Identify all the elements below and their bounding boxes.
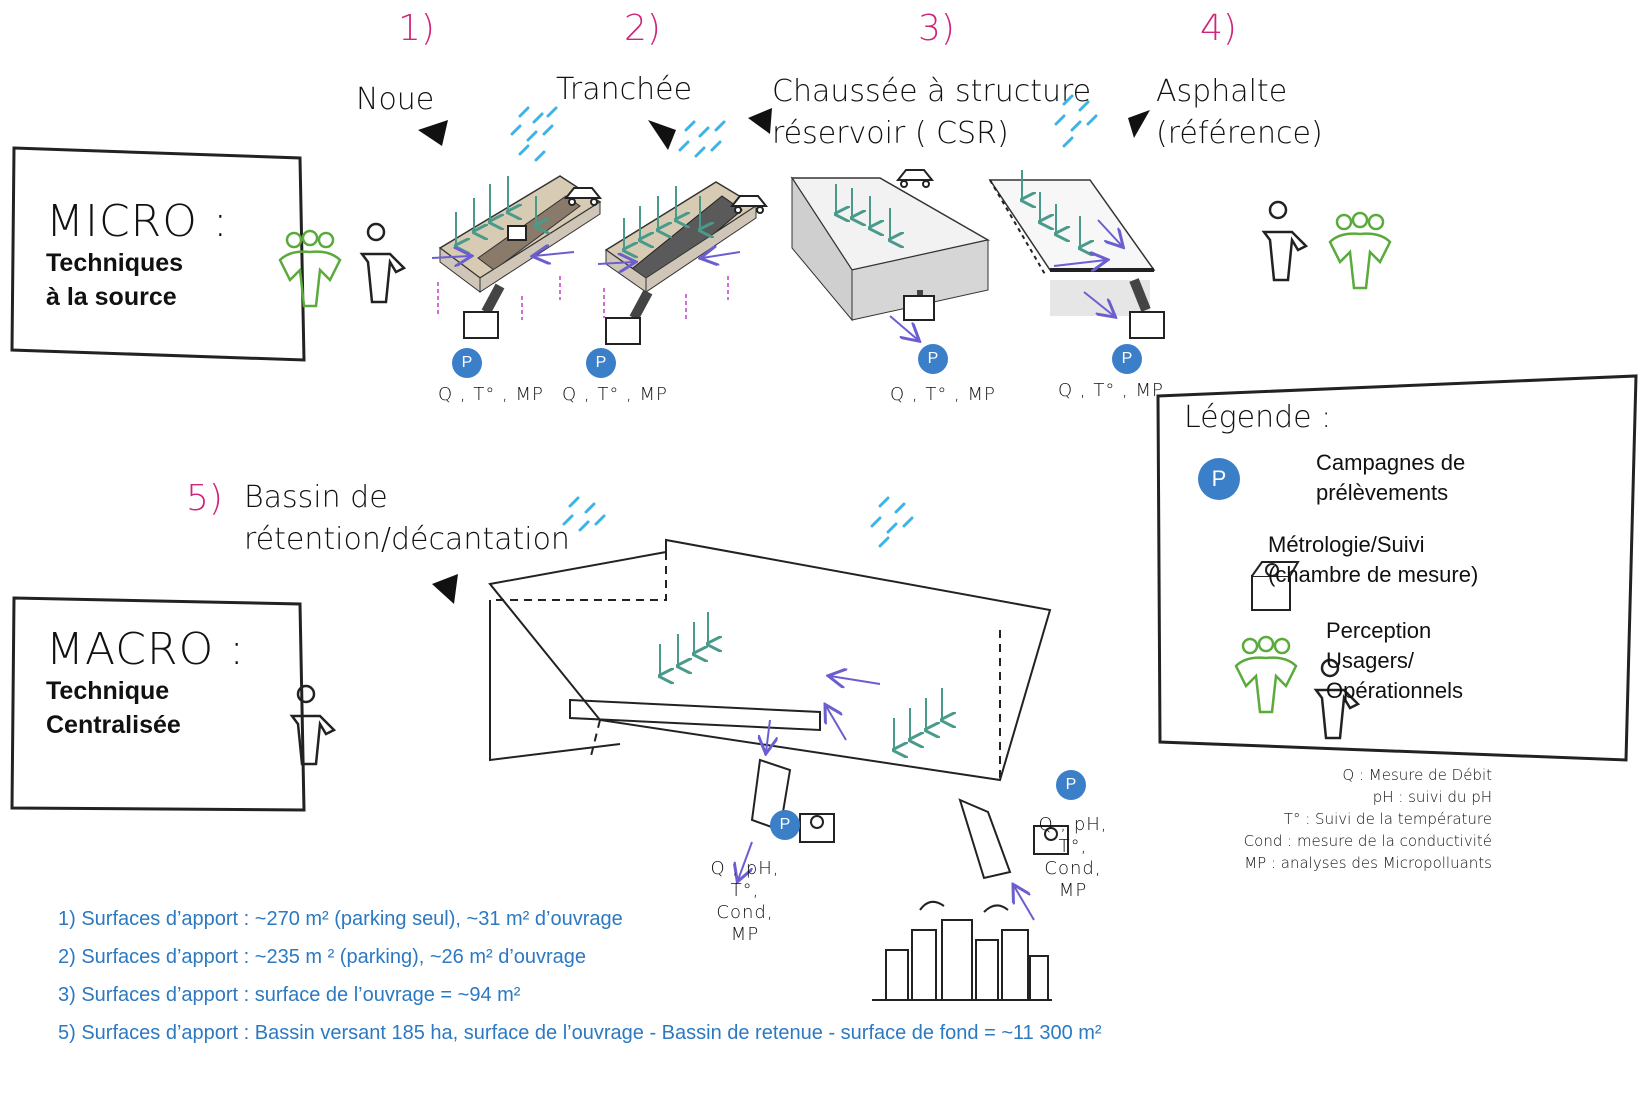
params-bassin-inlet: Q , pH, T°, Cond, MP	[1028, 814, 1118, 902]
title-asphalte-line2: (référence)	[1156, 116, 1323, 151]
macro-subtitle-line2: Centralisée	[46, 711, 181, 739]
title-bassin-line1: Bassin de	[244, 480, 388, 515]
legend-item-perception-line3: Opérationnels	[1326, 678, 1463, 703]
tranchee-drawing	[597, 181, 758, 345]
pointer-tranchee	[648, 120, 676, 150]
macro-subtitle-line1: Technique	[46, 677, 170, 705]
operator-icon	[289, 200, 1361, 766]
title-tranchee: Tranchée	[556, 72, 693, 107]
sampling-badge: P	[452, 348, 482, 378]
legend-chamber-icon	[1251, 561, 1300, 611]
abbrev-q: Q : Mesure de Débit	[1342, 766, 1492, 784]
params-bassin-outlet-line2: Cond,	[716, 902, 774, 923]
params-tranchee: Q , T° , MP	[562, 384, 668, 405]
pointer-noue	[418, 120, 448, 146]
pointer-bassin	[432, 574, 458, 604]
title-noue: Noue	[356, 82, 435, 117]
legend-item-sampling: Campagnes de prélèvements	[1316, 448, 1465, 508]
params-bassin-outlet-line1: Q , pH, T°,	[710, 858, 780, 901]
legend-item-metrology-line1: Métrologie/Suivi	[1268, 532, 1425, 557]
micro-subtitle-line2: à la source	[46, 283, 177, 311]
surface-line-5: 5) Surfaces d’apport : Bassin versant 18…	[58, 1022, 1102, 1044]
legend-item-metrology-line2: (chambre de mesure)	[1268, 562, 1479, 587]
legend-item-perception-line2: Usagers/	[1326, 648, 1415, 673]
rain-icon	[510, 94, 1098, 548]
section-number-4: 4)	[1200, 8, 1237, 49]
surface-line-3: 3) Surfaces d’apport : surface de l’ouvr…	[58, 984, 521, 1006]
legend-sampling-badge: P	[1198, 458, 1240, 500]
legend-item-perception-line1: Perception	[1326, 618, 1432, 643]
params-bassin-outlet: Q , pH, T°, Cond, MP	[700, 858, 790, 946]
asphalte-drawing	[988, 170, 1165, 339]
surface-line-1: 1) Surfaces d’apport : ~270 m² (parking …	[58, 908, 623, 930]
legend-item-metrology: Métrologie/Suivi (chambre de mesure)	[1268, 530, 1478, 590]
abbrev-cond: Cond : mesure de la conductivité	[1243, 832, 1492, 850]
params-csr: Q , T° , MP	[890, 384, 996, 405]
abbrev-ph: pH : suivi du pH	[1372, 788, 1492, 806]
csr-drawing	[790, 176, 991, 340]
city-icon	[872, 900, 1052, 1001]
legend-item-perception: Perception Usagers/ Opérationnels	[1326, 616, 1463, 706]
macro-box	[10, 596, 306, 812]
section-number-1: 1)	[398, 8, 435, 49]
params-bassin-inlet-line2: Cond,	[1044, 858, 1102, 879]
car-icon	[563, 169, 935, 214]
legend-box	[1156, 374, 1638, 762]
bassin-drawing	[488, 538, 1052, 880]
sampling-badge: P	[770, 810, 800, 840]
abbreviations-note: Q : Mesure de Débit pH : suivi du pH T° …	[1230, 764, 1492, 874]
sampling-badge: P	[1056, 770, 1086, 800]
micro-title: MICRO :	[46, 196, 229, 247]
params-bassin-outlet-line3: MP	[730, 924, 760, 945]
section-number-5: 5)	[186, 478, 223, 519]
user-group-icon	[278, 211, 1392, 714]
abbrev-mp: MP : analyses des Micropolluants	[1244, 854, 1492, 872]
title-csr-line1: Chaussée à structure	[772, 74, 1092, 109]
pointer-asphalte	[1128, 110, 1150, 138]
params-bassin-inlet-line3: MP	[1058, 880, 1088, 901]
params-bassin-inlet-line1: Q , pH, T°,	[1038, 814, 1108, 857]
surface-line-2: 2) Surfaces d’apport : ~235 m ² (parking…	[58, 946, 587, 968]
pointer-csr	[748, 108, 772, 134]
sampling-badge: P	[1112, 344, 1142, 374]
title-csr-line2: réservoir ( CSR)	[772, 116, 1009, 151]
micro-subtitle-line1: Techniques	[46, 249, 184, 277]
legend-title: Légende :	[1184, 400, 1332, 435]
abbrev-temp: T° : Suivi de la température	[1283, 810, 1492, 828]
title-bassin-line2: rétention/décantation	[244, 522, 570, 557]
sampling-badge: P	[918, 344, 948, 374]
section-number-2: 2)	[624, 8, 661, 49]
params-noue: Q , T° , MP	[438, 384, 544, 405]
legend-item-sampling-line1: Campagnes de	[1316, 450, 1466, 475]
micro-box	[10, 146, 306, 362]
params-asphalte: Q , T° , MP	[1058, 380, 1164, 401]
legend-item-sampling-line2: prélèvements	[1316, 480, 1449, 505]
sampling-badge: P	[586, 348, 616, 378]
section-number-3: 3)	[918, 8, 955, 49]
macro-title: MACRO :	[46, 624, 246, 675]
title-asphalte-line1: Asphalte	[1156, 74, 1288, 109]
noue-drawing	[431, 175, 602, 339]
measurement-chamber-icon	[799, 813, 1069, 855]
